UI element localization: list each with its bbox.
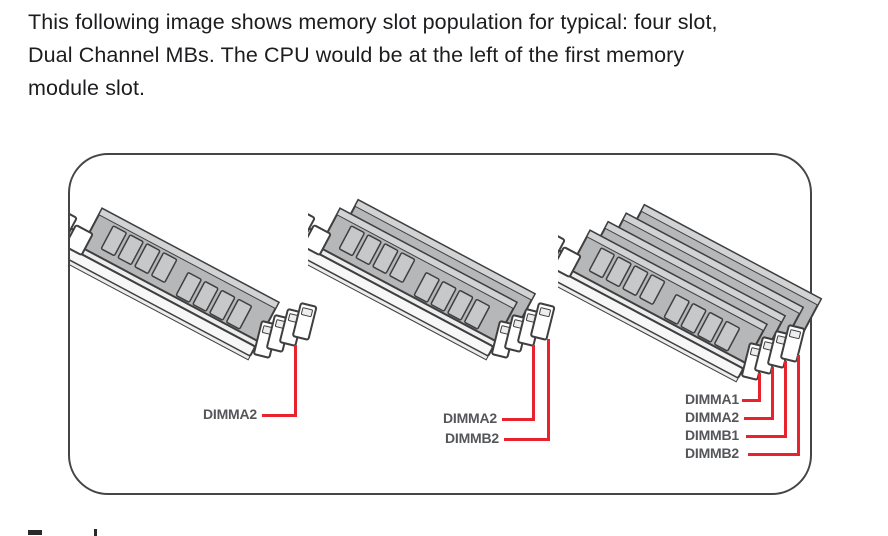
cutoff-text-fragment [94,529,97,536]
dimm-illustration-quad [558,203,823,383]
dimm-slot-label: DIMMA2 [202,406,257,422]
callout-line-vertical [771,367,774,420]
intro-line: module slot. [28,76,146,100]
callout-line-vertical [758,373,761,402]
intro-paragraph: This following image shows memory slot p… [28,6,868,105]
dimm-illustration-dual [308,198,556,361]
dimm-slot-label: DIMMA2 [442,410,497,426]
callout-line-horizontal [502,418,535,421]
callout-line-vertical [784,361,787,438]
cutoff-text-fragment [28,530,42,535]
callout-line-vertical [532,345,535,421]
callout-line-horizontal [746,435,787,438]
dimm-illustration-single [70,207,318,361]
cutoff-text [28,529,228,536]
figure-border: DIMMA2 DIMMA2 DIMMB2 DIMMA1 DIMMA2 DIMMB… [68,153,823,495]
dimm-slot-label: DIMMB2 [684,445,739,461]
intro-line: Dual Channel MBs. The CPU would be at th… [28,43,685,67]
intro-line: This following image shows memory slot p… [28,10,718,34]
callout-line-vertical [547,339,550,441]
callout-line-vertical [294,345,297,417]
dimm-slot-label: DIMMA1 [684,391,739,407]
dimm-slot-label: DIMMB2 [444,430,499,446]
callout-line-horizontal [742,399,761,402]
callout-line-horizontal [504,438,550,441]
dimm-slot-label: DIMMA2 [684,409,739,425]
dimm-slot-label: DIMMB1 [684,427,739,443]
callout-line-horizontal [744,417,774,420]
callout-line-horizontal [262,414,296,417]
callout-line-horizontal [748,453,800,456]
callout-line-vertical [797,355,800,456]
